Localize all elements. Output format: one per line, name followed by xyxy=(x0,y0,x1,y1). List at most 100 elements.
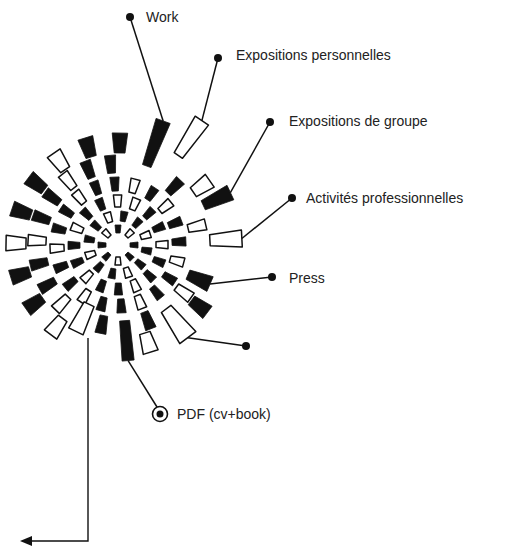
linked-petal xyxy=(186,270,213,291)
burst-petal xyxy=(141,311,156,331)
burst-petal xyxy=(58,204,74,218)
burst-petal xyxy=(132,217,143,229)
burst-petal xyxy=(51,223,67,234)
burst-petal xyxy=(167,216,183,228)
burst-petal xyxy=(110,177,119,191)
leader-line xyxy=(130,17,163,121)
burst-petal xyxy=(68,241,80,249)
linked-petal xyxy=(69,302,94,335)
linked-petal xyxy=(143,118,171,167)
menu-label: Expositions personnelles xyxy=(236,47,391,64)
burst-petal xyxy=(152,257,166,268)
burst-petal xyxy=(24,171,48,194)
burst-petal xyxy=(80,270,93,284)
burst-petal xyxy=(188,296,212,319)
burst-petal xyxy=(31,210,51,225)
leader-dot xyxy=(266,118,274,126)
burst-petal xyxy=(129,178,140,194)
burst-petal xyxy=(70,257,84,268)
burst-petal xyxy=(58,171,77,191)
leader-line xyxy=(242,198,292,239)
burst-petal xyxy=(112,133,128,153)
linked-petal xyxy=(120,320,135,361)
burst-petal xyxy=(130,279,141,293)
burst-petal xyxy=(145,185,159,201)
burst-petal xyxy=(114,283,122,295)
burst-petal xyxy=(10,201,33,220)
leader-line xyxy=(230,122,270,193)
burst-petal xyxy=(102,252,111,261)
leader-line xyxy=(128,361,157,407)
arrow-line xyxy=(30,338,88,541)
burst-petal xyxy=(22,293,46,315)
burst-petal xyxy=(117,299,126,313)
menu-label: Expositions de groupe xyxy=(289,113,428,130)
burst-petal xyxy=(156,240,168,248)
burst-petal xyxy=(150,285,165,301)
burst-petal xyxy=(84,235,95,243)
burst-petal xyxy=(50,244,64,253)
burst-petal xyxy=(62,277,78,292)
burst-petal xyxy=(172,237,186,246)
leader-dot xyxy=(242,342,250,350)
burst-petal xyxy=(113,195,121,207)
linked-petal xyxy=(201,185,234,210)
burst-petal xyxy=(120,211,128,222)
leader-dot xyxy=(214,54,222,62)
burst-petal xyxy=(6,235,26,251)
burst-petal xyxy=(140,331,158,354)
burst-petal xyxy=(80,159,95,179)
burst-petal xyxy=(130,242,138,248)
burst-petal xyxy=(143,270,157,283)
burst-petal xyxy=(52,294,71,314)
burst-petal xyxy=(134,294,146,310)
burst-petal xyxy=(141,247,152,255)
leader-dot xyxy=(288,194,296,202)
burst-petal xyxy=(9,267,32,285)
burst-petal xyxy=(98,242,106,248)
leader-lines xyxy=(126,13,296,407)
leader-line xyxy=(210,277,272,284)
burst-petal xyxy=(104,155,115,174)
burst-petal xyxy=(108,268,116,279)
burst-petal xyxy=(158,199,174,214)
pdf-dot xyxy=(157,411,164,418)
burst-petal xyxy=(37,277,57,294)
burst-petal xyxy=(152,222,166,233)
menu-label: Activités professionnelles xyxy=(306,190,463,207)
burst-petal xyxy=(53,261,69,273)
burst-petal xyxy=(162,272,178,286)
linked-petal xyxy=(174,116,208,158)
burst-petal xyxy=(140,231,151,240)
burst-petal xyxy=(190,174,214,196)
menu-label: PDF (cv+book) xyxy=(177,406,271,423)
burst-petal xyxy=(130,197,141,211)
burst-petal xyxy=(95,279,106,293)
burst-petal xyxy=(134,259,146,270)
burst-petal xyxy=(72,189,87,205)
leader-dot xyxy=(126,13,134,21)
burst-petal xyxy=(174,284,194,302)
leader-line xyxy=(202,58,218,121)
burst-petal xyxy=(115,257,121,265)
burst-petal xyxy=(169,256,185,267)
burst-petal xyxy=(90,220,102,231)
burst-petal xyxy=(165,176,184,196)
burst-petal xyxy=(89,180,101,196)
burst-petal xyxy=(28,235,47,246)
leader-dot xyxy=(268,273,276,281)
burst-petal xyxy=(143,206,156,220)
burst-petal xyxy=(187,219,207,232)
burst-petal xyxy=(70,222,84,233)
burst-petal xyxy=(42,188,62,206)
burst-petal xyxy=(79,207,93,220)
burst-petal xyxy=(115,225,121,233)
burst-petal xyxy=(47,149,69,173)
burst-petal xyxy=(95,315,108,335)
burst-petal xyxy=(95,197,106,211)
burst-petal xyxy=(96,296,107,312)
arrow-head xyxy=(20,536,32,546)
burst-petal xyxy=(93,261,104,273)
linked-petal xyxy=(210,230,243,247)
